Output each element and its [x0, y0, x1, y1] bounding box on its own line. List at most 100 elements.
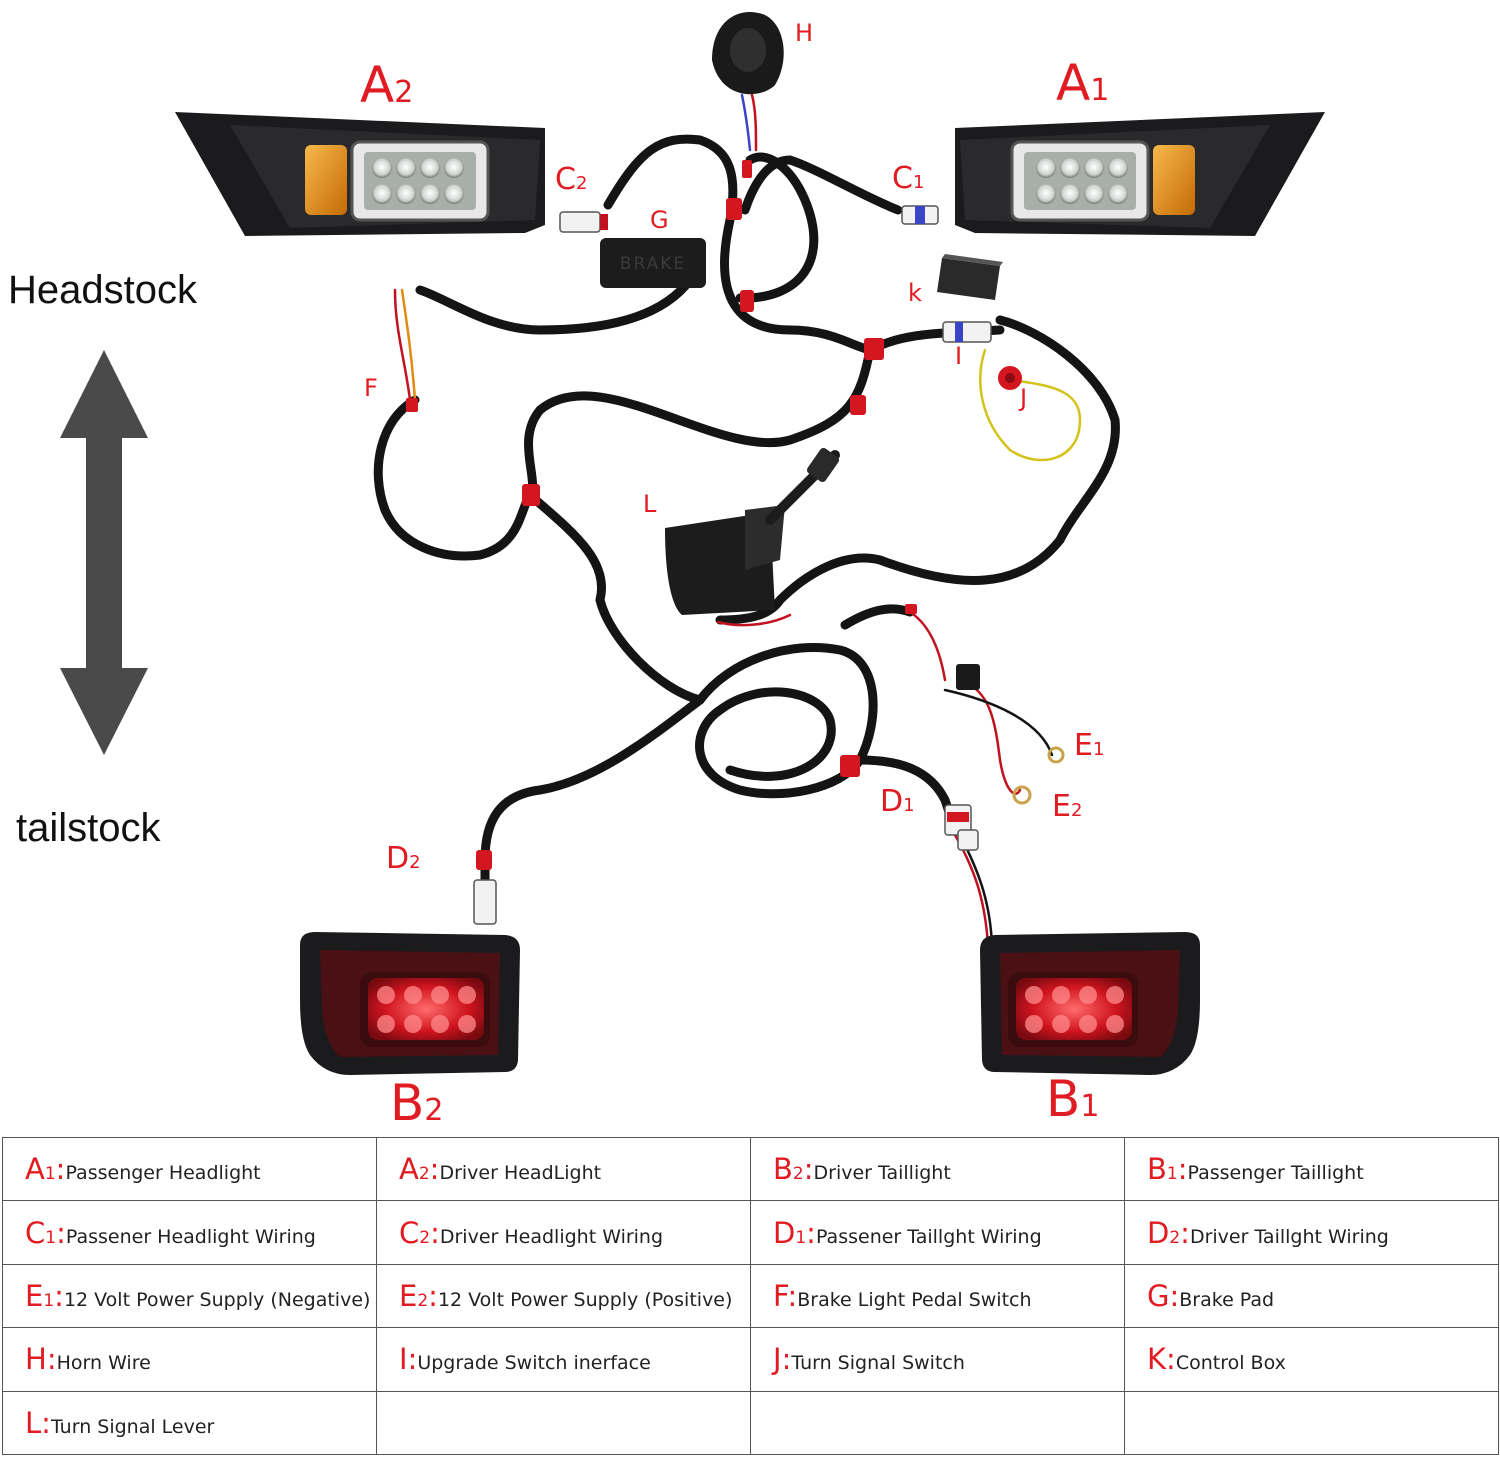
legend-cell [1124, 1390, 1499, 1456]
legend-letter: D [1147, 1215, 1170, 1250]
wiring-harness [373, 134, 1120, 885]
legend-separator: : [41, 1405, 51, 1440]
legend-code: E2: [399, 1279, 438, 1313]
legend-letter: C [399, 1215, 420, 1250]
power-terminals [956, 664, 1065, 805]
legend-code: H: [25, 1342, 57, 1376]
legend-subscript: 2 [417, 1290, 429, 1311]
legend-letter: I [399, 1342, 408, 1377]
legend-cell: D1:Passener Taillght Wiring [750, 1200, 1125, 1265]
legend-subscript: 1 [45, 1227, 57, 1248]
legend-cell: K:Control Box [1124, 1327, 1499, 1392]
legend-cell: C2:Driver Headlight Wiring [376, 1200, 751, 1265]
legend-letter: E [399, 1278, 418, 1313]
legend-code: B2: [773, 1152, 814, 1186]
legend-description: Driver Headlight Wiring [439, 1225, 664, 1248]
legend-separator: : [781, 1342, 792, 1377]
legend-code: K: [1147, 1342, 1176, 1376]
legend-code: D1: [773, 1216, 816, 1250]
turn-signal-lever [665, 447, 840, 615]
brake-pad: BRAKE [600, 238, 706, 288]
legend-cell: F:Brake Light Pedal Switch [750, 1263, 1125, 1329]
legend-separator: : [407, 1342, 418, 1377]
legend-separator: : [56, 1215, 66, 1250]
legend-cell [750, 1390, 1125, 1456]
turn-signal-switch [998, 366, 1022, 390]
legend-cell: A1:Passenger Headlight [2, 1136, 377, 1202]
legend-description: Horn Wire [56, 1352, 151, 1375]
legend-description: Brake Light Pedal Switch [797, 1288, 1032, 1311]
callout-e2: E2 [1052, 789, 1083, 824]
legend-letter: D [773, 1215, 796, 1250]
legend-separator: : [806, 1215, 816, 1250]
legend-subscript: 2 [419, 1227, 431, 1248]
legend-letter: A [399, 1152, 419, 1187]
callout-d2: D2 [386, 841, 421, 876]
tailstock-label: tailstock [16, 806, 161, 850]
callout-c2: C2 [555, 162, 588, 197]
legend-letter: F [773, 1278, 788, 1313]
legend-cell: A2:Driver HeadLight [376, 1136, 751, 1202]
legend-code: C1: [25, 1216, 66, 1250]
legend-cell: C1:Passener Headlight Wiring [2, 1200, 377, 1265]
legend-letter: G [1147, 1278, 1170, 1313]
legend-separator: : [1169, 1278, 1180, 1313]
legend-description: Passener Taillght Wiring [815, 1225, 1042, 1248]
legend-separator: : [46, 1342, 57, 1377]
callout-b2: B2 [390, 1074, 444, 1132]
legend-separator: : [1180, 1215, 1190, 1250]
legend-cell: G:Brake Pad [1124, 1263, 1499, 1329]
legend-code: D2: [1147, 1216, 1190, 1250]
callout-a1: A1 [1056, 54, 1110, 112]
legend-separator: : [803, 1152, 814, 1187]
legend-cell: E1:12 Volt Power Supply (Negative) [2, 1263, 377, 1329]
callout-j: J [1020, 384, 1028, 412]
legend-separator: : [1166, 1342, 1176, 1377]
legend-separator: : [428, 1278, 438, 1313]
legend-cell [376, 1390, 751, 1456]
legend-letter: J [773, 1342, 782, 1377]
driver-headlight [175, 112, 545, 236]
legend-subscript: 1 [1166, 1164, 1178, 1185]
legend-cell: B1:Passenger Taillight [1124, 1136, 1499, 1202]
callout-b1: B1 [1046, 1070, 1100, 1128]
legend-subscript: 1 [795, 1227, 807, 1248]
legend-code: B1: [1147, 1152, 1188, 1186]
legend-description: Passenger Headlight [65, 1162, 261, 1185]
legend-description: 12 Volt Power Supply (Positive) [437, 1288, 733, 1311]
callout-i: I [955, 342, 963, 370]
legend-code: E1: [25, 1279, 64, 1313]
legend-row: L:Turn Signal Lever [2, 1390, 1499, 1456]
passenger-taillight [980, 932, 1200, 1075]
legend-cell: D2:Driver Taillght Wiring [1124, 1200, 1499, 1265]
callout-f: F [364, 374, 378, 402]
connector-bands [406, 160, 917, 870]
legend-letter: C [25, 1215, 46, 1250]
legend-description: Upgrade Switch inerface [417, 1352, 651, 1375]
legend-description: Passener Headlight Wiring [65, 1225, 316, 1248]
plug-connectors [473, 205, 992, 925]
legend-letter: L [25, 1405, 42, 1440]
legend-description: Turn Signal Switch [791, 1352, 965, 1375]
legend-subscript: 1 [43, 1290, 55, 1311]
legend-separator: : [55, 1152, 66, 1187]
legend-description: 12 Volt Power Supply (Negative) [63, 1288, 371, 1311]
callout-g: G [650, 206, 669, 234]
legend-cell: B2:Driver Taillight [750, 1136, 1125, 1202]
legend-cell: E2:12 Volt Power Supply (Positive) [376, 1263, 751, 1329]
legend-description: Turn Signal Lever [50, 1415, 215, 1438]
callout-h: H [795, 19, 814, 47]
legend-description: Driver Taillght Wiring [1189, 1225, 1389, 1248]
legend-description: Driver HeadLight [439, 1162, 602, 1185]
legend-letter: H [25, 1342, 47, 1377]
legend-separator: : [429, 1152, 440, 1187]
legend-description: Control Box [1175, 1352, 1286, 1375]
legend-letter: B [773, 1152, 793, 1187]
legend-subscript: 2 [792, 1164, 804, 1185]
legend-code: I: [399, 1342, 417, 1376]
legend-letter: E [25, 1278, 44, 1313]
callout-e1: E1 [1074, 728, 1105, 763]
